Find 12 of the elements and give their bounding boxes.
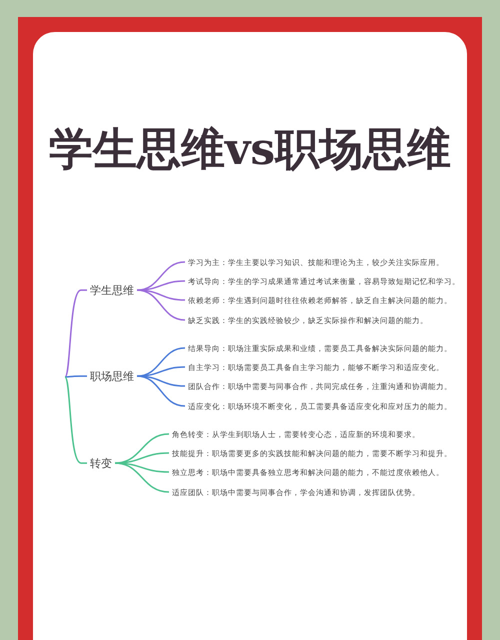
branch-label: 职场思维 [90,370,134,383]
branch-line [114,462,170,493]
branch-line [64,375,87,378]
title: 学生思维vs职场思维 [48,123,452,177]
branch-line [136,261,186,291]
branch-line [136,347,186,377]
branch-label: 转变 [90,456,112,470]
branch-line [136,289,186,321]
branch-label: 学生思维 [90,284,134,297]
branch-line [114,433,170,464]
branch-line [114,452,170,464]
branch-line [136,375,186,407]
